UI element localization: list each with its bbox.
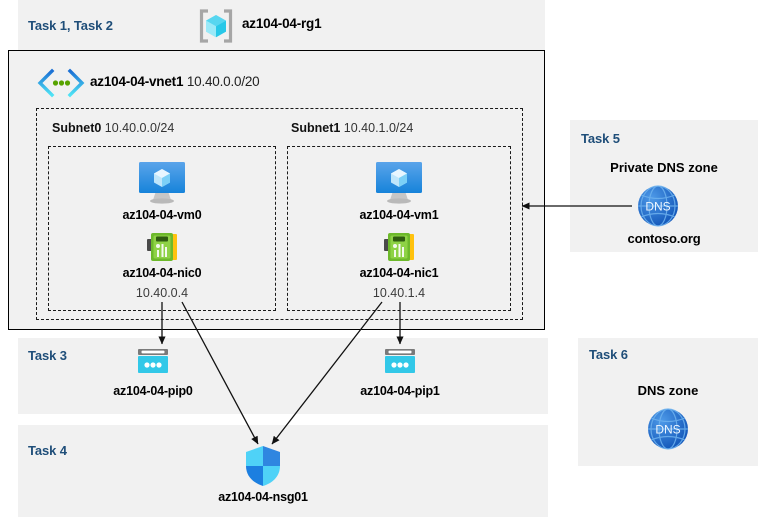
- subnet1-title: Subnet1 10.40.1.0/24: [291, 121, 414, 135]
- nic1-name: az104-04-nic1: [359, 266, 439, 280]
- nic0-name: az104-04-nic0: [122, 266, 202, 280]
- resource-group-name: az104-04-rg1: [242, 16, 322, 31]
- network-security-group-icon: [243, 444, 283, 488]
- virtual-machine-icon: [371, 158, 427, 206]
- task1-task2-panel: [18, 0, 545, 50]
- task-label-task3: Task 3: [28, 348, 67, 363]
- nic1-ip: 10.40.1.4: [372, 286, 426, 300]
- network-interface-icon: [146, 231, 180, 263]
- task3-panel: [18, 338, 548, 414]
- task-label-task4: Task 4: [28, 443, 67, 458]
- vm1-name: az104-04-vm1: [359, 208, 439, 222]
- task-label-task6: Task 6: [589, 347, 628, 362]
- task5-panel: [570, 120, 758, 252]
- dns-zone-icon: DNS: [644, 405, 692, 453]
- nic0-ip: 10.40.0.4: [135, 286, 189, 300]
- public-ip-address-icon: [382, 347, 418, 377]
- virtual-network-icon: [36, 68, 86, 98]
- dns-zone-icon: DNS: [634, 182, 682, 230]
- svg-text:DNS: DNS: [655, 423, 680, 437]
- vnet-container: [8, 50, 545, 330]
- dns-zone-title: DNS zone: [637, 383, 699, 398]
- task-label-task5: Task 5: [581, 131, 620, 146]
- pip0-name: az104-04-pip0: [113, 384, 193, 398]
- vm0-name: az104-04-vm0: [122, 208, 202, 222]
- vnet-name-and-cidr: az104-04-vnet1 10.40.0.0/20: [90, 74, 260, 89]
- svg-text:DNS: DNS: [645, 200, 670, 214]
- subnet1-box: [287, 146, 511, 311]
- nsg-name: az104-04-nsg01: [218, 490, 308, 504]
- subnet0-title: Subnet0 10.40.0.0/24: [52, 121, 175, 135]
- network-interface-icon: [383, 231, 417, 263]
- private-dns-zone-title: Private DNS zone: [610, 160, 718, 175]
- resource-group-icon: [198, 8, 234, 44]
- public-ip-address-icon: [135, 347, 171, 377]
- task-label-task1-task2: Task 1, Task 2: [28, 18, 113, 33]
- private-dns-zone-name: contoso.org: [627, 231, 701, 246]
- pip1-name: az104-04-pip1: [360, 384, 440, 398]
- virtual-machine-icon: [134, 158, 190, 206]
